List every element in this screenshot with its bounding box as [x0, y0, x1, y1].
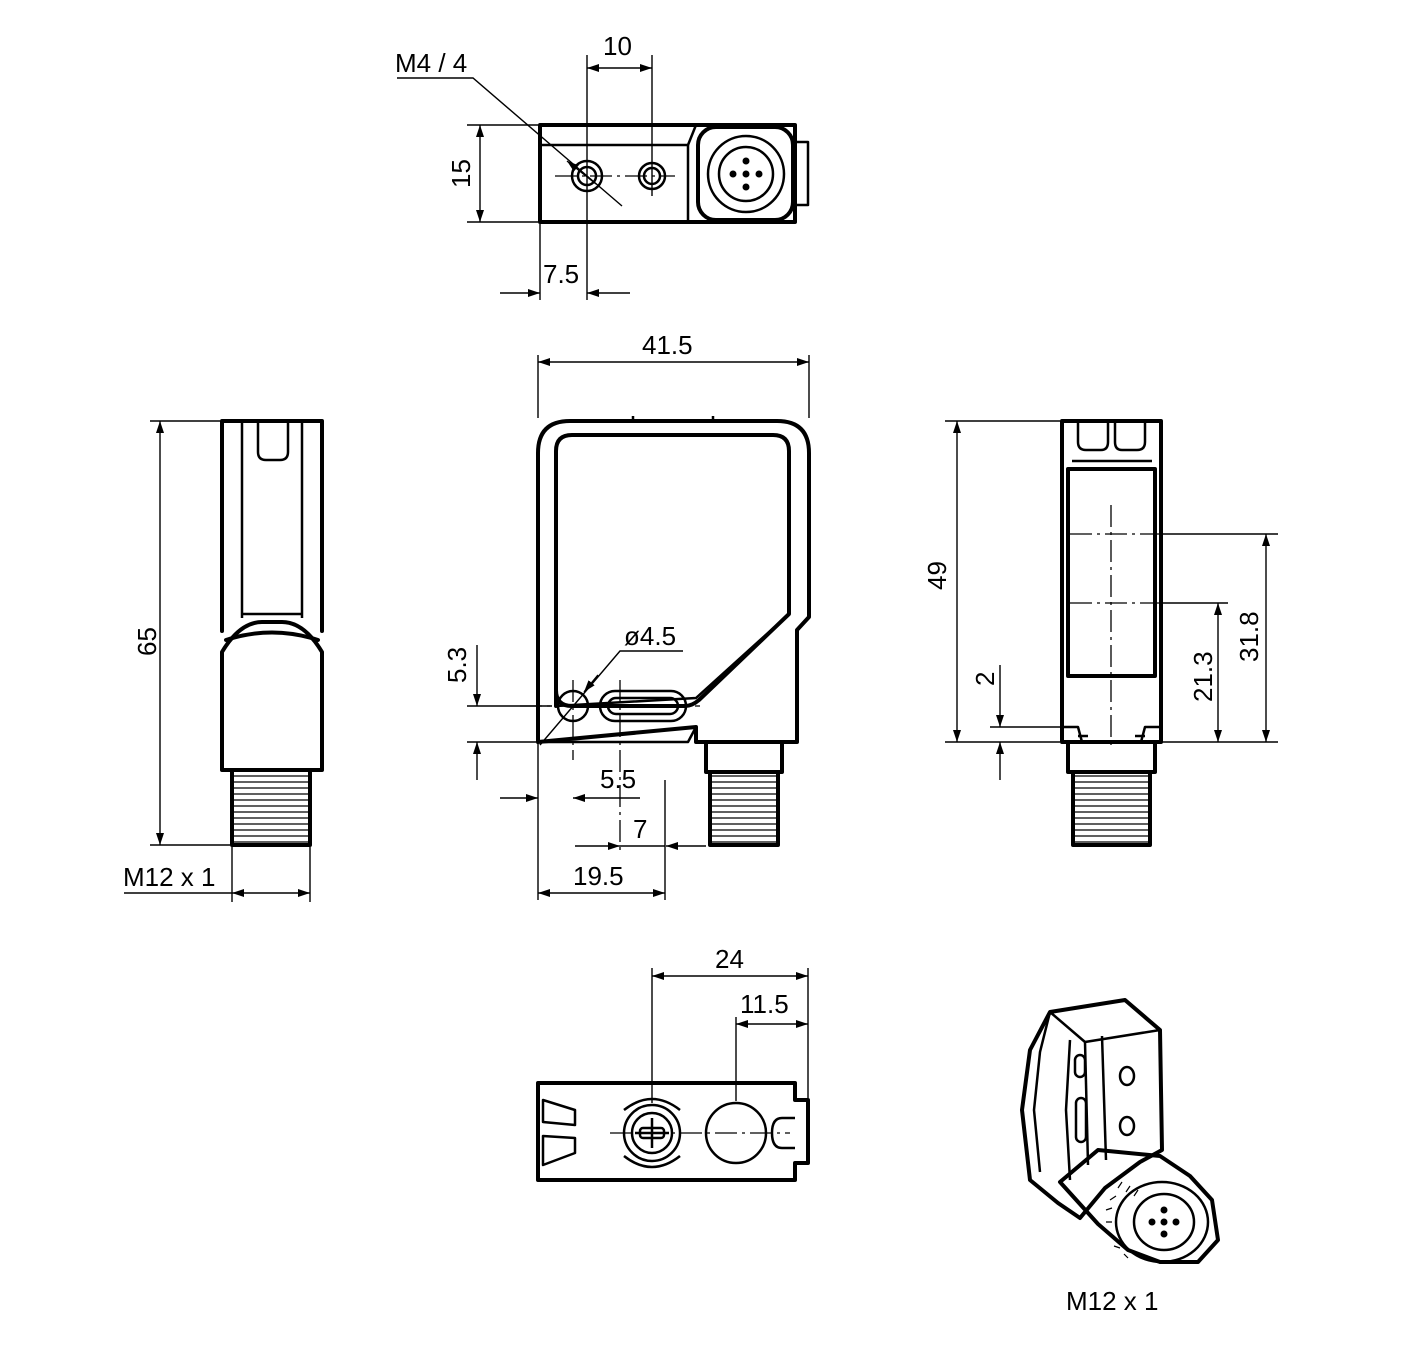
dim-overall-length: 65	[132, 627, 162, 656]
left-side-view: 65 M12 x 1	[123, 419, 324, 902]
right-side-view: 49 2 21.3 31.8	[922, 419, 1278, 847]
dim-top-offset: 7.5	[543, 259, 579, 289]
dim-side-offset-small: 2	[970, 672, 1000, 686]
dim-top-height: 15	[446, 159, 476, 188]
dim-optical-axis-1: 21.3	[1188, 651, 1218, 702]
isometric-view: M12 x 1	[1020, 998, 1220, 1316]
dim-side-height: 49	[922, 561, 952, 590]
dim-bottom-width: 24	[715, 944, 744, 974]
dim-bottom-offset: 11.5	[740, 989, 789, 1019]
dim-top-spacing: 10	[603, 31, 632, 61]
dim-connector-thread-left: M12 x 1	[123, 862, 216, 892]
dim-slot-offset: 7	[633, 814, 647, 844]
dim-connector-offset: 19.5	[573, 861, 624, 891]
dim-hole-height: 5.3	[442, 647, 472, 683]
top-view: 10 M4 / 4 15 7.5	[395, 31, 810, 300]
dim-thread-hole: M4 / 4	[395, 48, 467, 78]
front-view: 41.5 ø4.5 5.3 5.5 7 19.5	[442, 330, 811, 900]
dim-front-width: 41.5	[642, 330, 693, 360]
dim-optical-axis-2: 31.8	[1234, 611, 1264, 662]
dim-hole-offset: 5.5	[600, 764, 636, 794]
dim-hole-diameter: ø4.5	[624, 621, 676, 651]
bottom-view: 24 11.5	[536, 944, 810, 1182]
dim-connector-thread-iso: M12 x 1	[1066, 1286, 1159, 1316]
